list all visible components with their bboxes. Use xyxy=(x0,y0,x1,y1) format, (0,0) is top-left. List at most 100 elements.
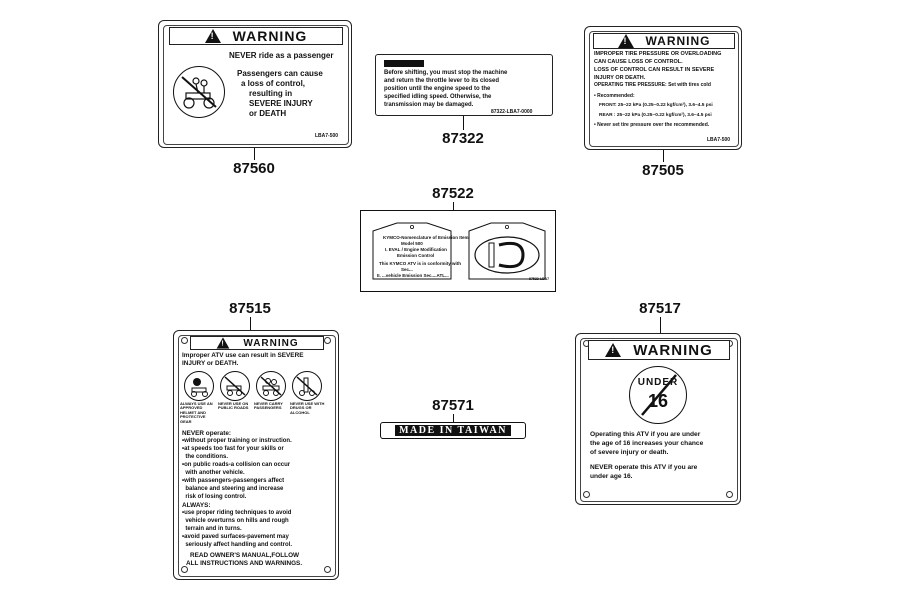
label-text: REAR : 25~22 kPa (0.25~0.22 kgf/cm²), 3.… xyxy=(599,113,712,118)
label-text: resulting in xyxy=(249,89,293,98)
part-number-87522: 87522 xyxy=(432,185,474,202)
label-text: balance and steering and increase xyxy=(182,486,284,492)
label-border xyxy=(580,338,738,502)
label-text: risk of losing control. xyxy=(182,494,247,500)
label-text: under age 16. xyxy=(590,473,633,480)
label-text: FRONT: 25~22 kPa (0.25~0.22 kgf/cm²), 3.… xyxy=(599,103,713,108)
label-text: position until the engine speed to the xyxy=(384,86,491,92)
mount-hole xyxy=(324,566,331,573)
icon-caption: NEVER USE WITH DRUGS OR ALCOHOL xyxy=(290,401,325,415)
label-text: Before shifting, you must stop the machi… xyxy=(384,70,508,76)
label-87505: WARNING IMPROPER TIRE PRESSURE OR OVERLO… xyxy=(584,26,742,150)
warning-triangle-icon xyxy=(204,29,221,43)
label-text: the conditions. xyxy=(182,454,228,460)
warning-triangle-icon xyxy=(605,343,622,357)
label-text: •use proper riding techniques to avoid xyxy=(182,510,292,516)
label-text: the age of 16 increases your chance xyxy=(590,440,704,447)
warning-title: WARNING xyxy=(633,341,713,359)
badge-text: UNDER xyxy=(637,377,679,388)
label-text: •without proper training or instruction. xyxy=(182,438,292,444)
mount-hole xyxy=(181,566,188,573)
label-text: and return the throttle lever to its clo… xyxy=(384,78,500,84)
label-text: INJURY OR DEATH. xyxy=(594,75,646,81)
icon-caption: NEVER USE ON PUBLIC ROADS xyxy=(218,401,249,411)
part-number-87505: 87505 xyxy=(642,162,684,179)
label-text: Improper ATV use can result in SEVERE xyxy=(182,352,304,359)
icon-caption: ALWAYS USE AN APPROVED HELMET AND PROTEC… xyxy=(180,401,213,424)
label-text: Passengers can cause xyxy=(237,69,323,78)
label-code: 87322-LBA7-0000 xyxy=(491,109,533,115)
kymco-logo-label xyxy=(468,222,546,280)
label-text: Operating this ATV if you are under xyxy=(590,431,701,438)
leader-line xyxy=(254,148,255,160)
label-border xyxy=(163,25,349,145)
prohibition-slash xyxy=(641,374,677,416)
part-number-87571: 87571 xyxy=(432,397,474,414)
label-87571: MADE IN TAIWAN xyxy=(380,422,526,439)
no-drugs-alcohol-icon xyxy=(292,371,322,401)
label-87560: WARNING NEVER ride as a passenger Passen… xyxy=(158,20,352,148)
label-text: •avoid paved surfaces-pavement may xyxy=(182,534,289,540)
leader-line xyxy=(453,202,454,210)
label-text: KYMCO-Nomenclature of Emission Items xyxy=(383,235,472,240)
label-text: terrain and in turns. xyxy=(182,526,242,532)
label-text: NEVER operate this ATV if you are xyxy=(590,464,698,471)
label-text: INJURY or DEATH. xyxy=(182,360,239,367)
label-border xyxy=(589,31,739,147)
part-number-87322: 87322 xyxy=(442,130,484,147)
warning-title: WARNING xyxy=(243,337,299,349)
label-text: • Recommended: xyxy=(594,93,635,99)
part-number-87560: 87560 xyxy=(233,160,275,177)
label-87322: Before shifting, you must stop the machi… xyxy=(375,54,553,116)
part-number-87517: 87517 xyxy=(639,300,681,317)
badge-number: 16 xyxy=(647,391,669,411)
label-text: •at speeds too fast for your skills or xyxy=(182,446,284,452)
label-code: 87522-LBA7 xyxy=(529,277,550,281)
warning-bar: WARNING xyxy=(593,33,735,49)
label-text: LOSS OF CONTROL CAN RESULT IN SEVERE xyxy=(594,67,715,73)
caution-bar xyxy=(384,60,424,67)
leader-line xyxy=(663,150,664,162)
label-text: CAN CAUSE LOSS OF CONTROL. xyxy=(594,59,683,65)
label-text: with another vehicle. xyxy=(182,470,245,476)
label-text: Sec... xyxy=(401,267,413,272)
leader-line xyxy=(660,317,661,333)
label-text: READ OWNER'S MANUAL,FOLLOW xyxy=(190,552,300,559)
label-text: transmission may be damaged. xyxy=(384,102,474,108)
label-87517: WARNING UNDER 16 Operating this ATV if y… xyxy=(575,333,741,505)
label-87515: WARNING Improper ATV use can result in S… xyxy=(173,330,339,580)
warning-triangle-icon xyxy=(216,337,230,349)
warning-bar: WARNING xyxy=(588,340,730,360)
warning-bar: WARNING xyxy=(169,27,343,45)
mount-hole xyxy=(324,337,331,344)
label-text: seriously affect handling and control. xyxy=(182,542,293,548)
label-text: NEVER operate: xyxy=(182,430,232,437)
leader-line xyxy=(453,414,454,422)
leader-line xyxy=(463,116,464,130)
label-text: specified idling speed. Otherwise, the xyxy=(384,94,492,100)
made-in-taiwan-text: MADE IN TAIWAN xyxy=(395,425,511,436)
no-passenger-icon xyxy=(173,66,225,118)
label-border xyxy=(178,335,336,577)
label-text: Emission Control xyxy=(397,253,435,258)
warning-title: WARNING xyxy=(232,28,308,44)
label-text: ALWAYS: xyxy=(182,502,211,509)
label-text: NEVER ride as a passenger xyxy=(229,51,334,60)
no-public-roads-icon xyxy=(220,371,250,401)
label-text: IMPROPER TIRE PRESSURE OR OVERLOADING xyxy=(594,51,722,57)
label-text: or DEATH xyxy=(249,109,287,118)
label-code: LBA7-500 xyxy=(315,133,339,139)
label-text: a loss of control, xyxy=(241,79,306,88)
label-text: OPERATING TIRE PRESSURE: Set with tires … xyxy=(594,82,711,88)
label-87522-frame: KYMCO-Nomenclature of Emission Items Mod… xyxy=(360,210,556,292)
label-code: LBA7-500 xyxy=(707,137,731,143)
emission-label-shape xyxy=(372,222,452,280)
label-text: ALL INSTRUCTIONS AND WARNINGS. xyxy=(186,560,303,567)
warning-triangle-icon xyxy=(617,34,634,48)
no-passengers-icon xyxy=(256,371,286,401)
label-text: •with passengers-passengers affect xyxy=(182,478,285,484)
warning-title: WARNING xyxy=(645,34,711,48)
under-16-prohibition-icon: UNDER 16 xyxy=(629,366,687,424)
part-number-87515: 87515 xyxy=(229,300,271,317)
label-text: This KYMCO ATV is in conformity with xyxy=(379,261,462,266)
